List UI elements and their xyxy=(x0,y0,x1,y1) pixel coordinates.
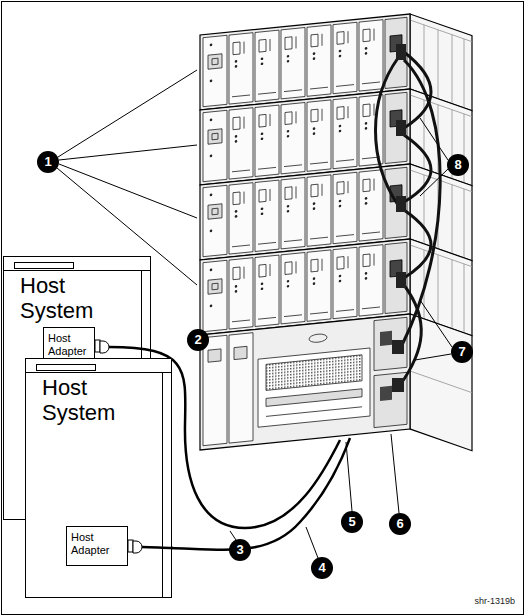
cable xyxy=(404,210,431,278)
host-adapter-box: Host Adapter xyxy=(66,526,128,566)
side-rib xyxy=(410,371,472,393)
plug xyxy=(100,341,109,353)
plug xyxy=(128,540,133,552)
cabinet-front xyxy=(200,14,410,450)
cable xyxy=(404,135,431,202)
drive-slot xyxy=(36,364,96,371)
cable xyxy=(376,58,399,205)
callout-number: 7 xyxy=(451,341,473,363)
drive-slot xyxy=(14,262,74,269)
callout-number: 2 xyxy=(187,329,209,351)
controller-shelf xyxy=(200,314,410,450)
callout-number: 1 xyxy=(37,151,59,173)
header-line xyxy=(4,270,150,271)
cable-connectors xyxy=(392,44,406,392)
shelf-cables xyxy=(376,52,441,385)
callout-number: 3 xyxy=(229,539,251,561)
callout-number: 6 xyxy=(389,513,411,535)
figure-id: shr-1319b xyxy=(474,596,515,607)
callout-number: 5 xyxy=(341,511,363,533)
host-title: Host System xyxy=(42,375,137,425)
host-title: Host System xyxy=(20,273,115,323)
cable xyxy=(400,285,421,385)
plug xyxy=(95,340,100,352)
controller-side xyxy=(410,314,472,451)
host-system-box: Host SystemHost Adapter xyxy=(25,358,172,598)
plug xyxy=(133,541,142,553)
header-line xyxy=(26,372,171,373)
side-panel-line xyxy=(162,372,163,597)
callout-number: 8 xyxy=(447,154,469,176)
host-cable xyxy=(171,438,350,550)
callout-number: 4 xyxy=(311,557,333,579)
host-cable xyxy=(142,547,173,548)
adapter-label: Host Adapter xyxy=(71,531,123,557)
adapter-label: Host Adapter xyxy=(48,332,90,358)
